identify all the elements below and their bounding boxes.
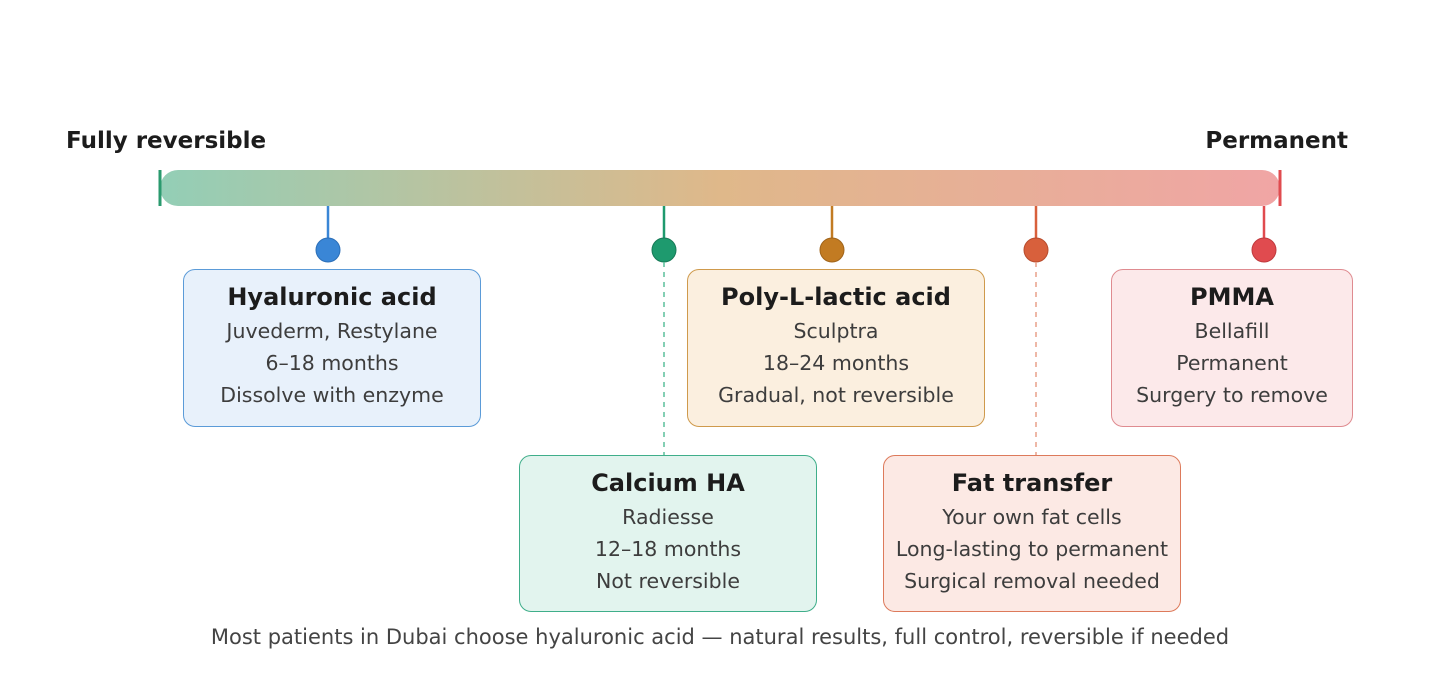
filler-card-calcium-ha: Calcium HA Radiesse 12–18 months Not rev…: [519, 455, 817, 612]
filler-title: Poly-L-lactic acid: [721, 283, 951, 311]
filler-duration: 18–24 months: [762, 351, 910, 375]
filler-duration: 6–18 months: [265, 351, 399, 375]
filler-brand: Your own fat cells: [942, 505, 1122, 529]
filler-card-pmma: PMMA Bellafill Permanent Surgery to remo…: [1111, 269, 1353, 427]
filler-reversibility: Surgical removal needed: [904, 569, 1160, 593]
filler-brand: Bellafill: [1194, 319, 1270, 343]
filler-reversibility: Dissolve with enzyme: [220, 383, 444, 407]
filler-reversibility: Not reversible: [596, 569, 740, 593]
footnote: Most patients in Dubai choose hyaluronic…: [210, 625, 1230, 649]
filler-duration: 12–18 months: [594, 537, 742, 561]
filler-reversibility: Surgery to remove: [1136, 383, 1328, 407]
filler-title: Hyaluronic acid: [227, 283, 437, 311]
filler-brand: Juvederm, Restylane: [226, 319, 438, 343]
scale-left-label: Fully reversible: [66, 128, 267, 154]
scale-right-label: Permanent: [1205, 128, 1348, 154]
filler-title: PMMA: [1190, 283, 1274, 311]
marker-dot-poly: [819, 237, 845, 263]
marker-dot-fat: [1023, 237, 1049, 263]
filler-brand: Sculptra: [793, 319, 879, 343]
filler-duration: Long-lasting to permanent: [895, 537, 1169, 561]
filler-card-hyaluronic-acid: Hyaluronic acid Juvederm, Restylane 6–18…: [183, 269, 481, 427]
filler-title: Fat transfer: [951, 469, 1113, 497]
marker-dot-hyaluronic: [315, 237, 341, 263]
marker-dot-calcium: [651, 237, 677, 263]
filler-title: Calcium HA: [591, 469, 745, 497]
spectrum-bar: [160, 170, 1280, 206]
filler-reversibility: Gradual, not reversible: [718, 383, 954, 407]
filler-brand: Radiesse: [622, 505, 714, 529]
filler-card-poly-l-lactic-acid: Poly-L-lactic acid Sculptra 18–24 months…: [687, 269, 985, 427]
filler-duration: Permanent: [1176, 351, 1288, 375]
marker-dot-pmma: [1251, 237, 1277, 263]
filler-card-fat-transfer: Fat transfer Your own fat cells Long-las…: [883, 455, 1181, 612]
